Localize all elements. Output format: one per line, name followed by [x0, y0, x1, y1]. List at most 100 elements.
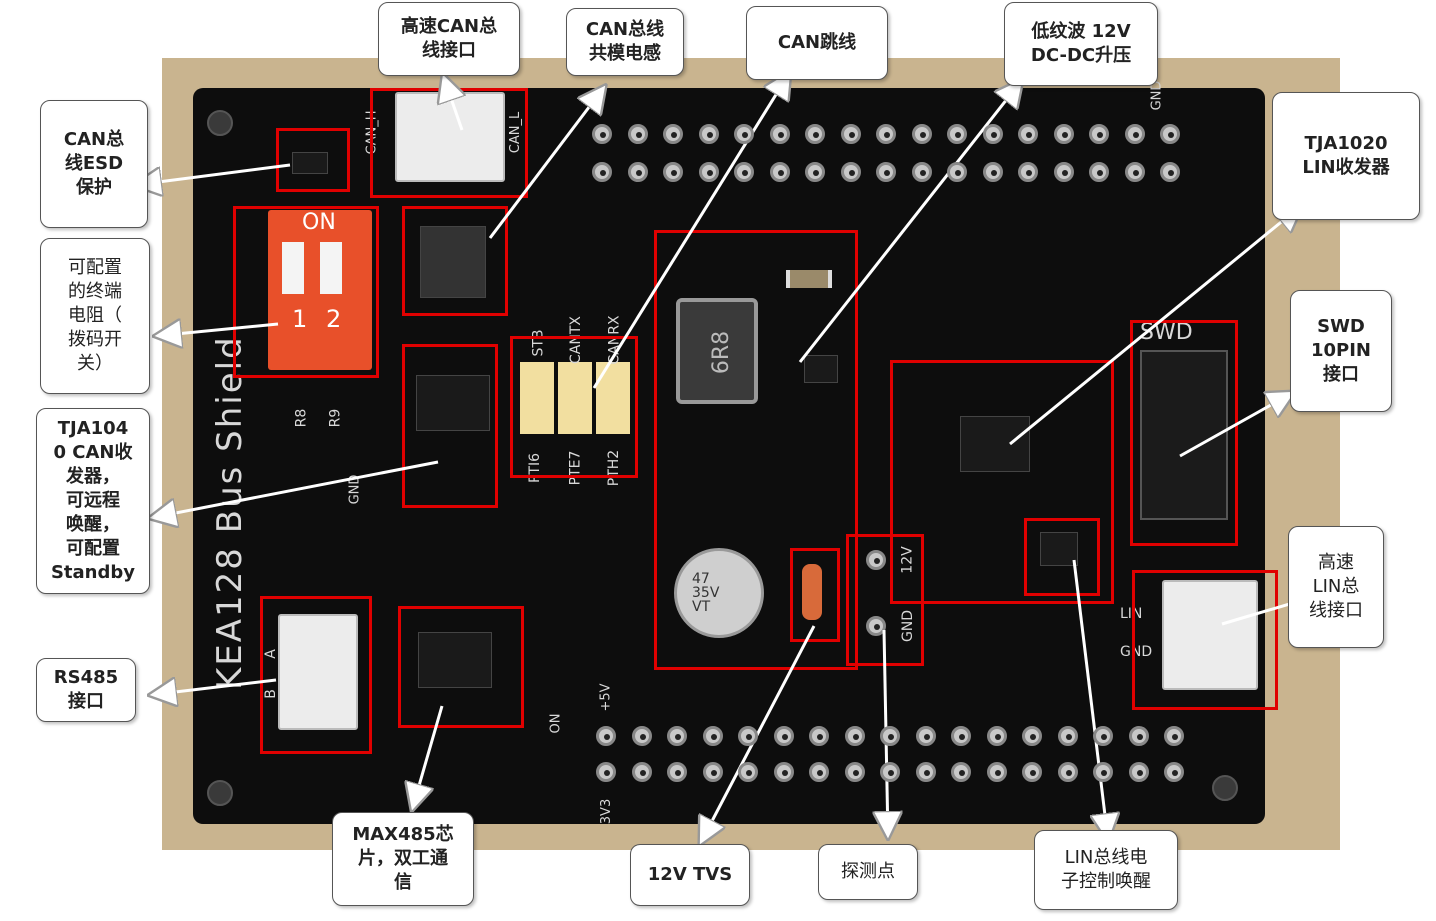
- probe-12v: [866, 550, 886, 570]
- highlight-can-esd: [276, 128, 350, 192]
- header-pin: [986, 726, 1007, 746]
- header-pin: [1124, 124, 1145, 144]
- esd-chip: [292, 152, 328, 174]
- header-pin: [592, 162, 612, 182]
- header-pin: [592, 124, 612, 144]
- header-pin: [809, 762, 829, 782]
- header-pin: [627, 162, 648, 182]
- header-pin: [738, 762, 758, 782]
- header-pin: [1124, 162, 1145, 182]
- header-pin: [982, 162, 1003, 182]
- highlight-dip: [233, 206, 379, 378]
- max485-chip: [418, 632, 492, 688]
- header-pin: [1018, 124, 1038, 144]
- swd-connector: [1140, 350, 1228, 520]
- highlight-max485: [398, 606, 524, 728]
- header-pin: [809, 726, 829, 746]
- callout-tja1020: TJA1020 LIN收发器: [1272, 92, 1420, 220]
- header-pin: [1022, 762, 1042, 782]
- header-pin: [880, 762, 900, 782]
- highlight-jumpers: [510, 336, 638, 478]
- header-pin: [769, 162, 790, 182]
- cm-choke: [420, 226, 486, 298]
- header-pin: [982, 124, 1003, 144]
- header-pin: [631, 726, 652, 746]
- highlight-tja1040: [402, 344, 498, 508]
- header-pin: [627, 124, 648, 144]
- dip-2-label: 2: [326, 305, 342, 333]
- highlight-lin-port: [1132, 570, 1278, 710]
- inductor: [676, 298, 758, 404]
- header-pin: [769, 124, 790, 144]
- header-pin: [876, 162, 896, 182]
- header-pin: [1128, 726, 1149, 746]
- mounting-hole: [207, 780, 233, 806]
- probe-gnd: [866, 616, 886, 636]
- highlight-dcdc: [654, 230, 858, 670]
- callout-lin-wake: LIN总线电 子控制唤醒: [1034, 830, 1178, 910]
- mounting-hole: [1212, 775, 1238, 801]
- header-pin: [596, 726, 616, 746]
- header-pin: [1093, 726, 1113, 746]
- header-pin: [663, 162, 683, 182]
- header-pin: [1053, 124, 1074, 144]
- header-pin: [1160, 124, 1180, 144]
- header-pin: [844, 762, 865, 782]
- callout-max485: MAX485芯 片，双工通 信: [332, 812, 474, 906]
- highlight-swd: [1130, 320, 1238, 546]
- header-pin: [986, 762, 1007, 782]
- header-pin: [876, 124, 896, 144]
- header-pin: [702, 726, 723, 746]
- mounting-hole: [207, 110, 233, 136]
- header-pin: [840, 124, 861, 144]
- header-pin: [1057, 726, 1078, 746]
- can-connector: [395, 92, 505, 182]
- header-pin: [915, 762, 936, 782]
- header-pin: [880, 726, 900, 746]
- header-pin: [596, 762, 616, 782]
- header-pin: [844, 726, 865, 746]
- cap-label: 47 35V VT: [692, 571, 720, 615]
- header-pin: [915, 726, 936, 746]
- callout-can-port: 高速CAN总 线接口: [378, 2, 520, 76]
- callout-can-jumper: CAN跳线: [746, 6, 888, 80]
- header-pin: [1053, 162, 1074, 182]
- header-pin: [1018, 162, 1038, 182]
- header-pin: [1022, 726, 1042, 746]
- header-pin: [947, 162, 967, 182]
- header-pin: [805, 162, 825, 182]
- callout-tvs: 12V TVS: [630, 844, 750, 906]
- dip-toggle-2: [320, 242, 342, 294]
- callout-can-choke: CAN总线 共模电感: [566, 8, 684, 76]
- dip-1-label: 1: [292, 305, 308, 333]
- dip-on-label: ON: [302, 210, 336, 235]
- lin-connector: [1162, 580, 1258, 690]
- header-pin: [738, 726, 758, 746]
- header-pin: [734, 162, 754, 182]
- header-pin: [805, 124, 825, 144]
- callout-probe: 探测点: [818, 844, 918, 900]
- header-pin: [840, 162, 861, 182]
- highlight-tja1020: [890, 360, 1114, 604]
- callout-can-esd: CAN总 线ESD 保护: [40, 100, 148, 228]
- header-pin: [667, 726, 687, 746]
- jumper-cantx: [558, 362, 592, 434]
- header-pin: [773, 762, 794, 782]
- header-pin: [1089, 162, 1109, 182]
- callout-dcdc: 低纹波 12V DC-DC升压: [1004, 2, 1158, 86]
- callout-swd: SWD 10PIN 接口: [1290, 290, 1392, 412]
- gnd-lin-label: GND: [1120, 644, 1153, 660]
- header-pin: [951, 726, 971, 746]
- header-pin: [1128, 762, 1149, 782]
- callout-tja1040: TJA104 0 CAN收 发器， 可远程 唤醒， 可配置 Standby: [36, 408, 150, 594]
- header-pin: [667, 762, 687, 782]
- lin-wake-transistor: [1040, 532, 1078, 566]
- highlight-rs485: [260, 596, 372, 754]
- header-pin: [698, 162, 719, 182]
- header-pin: [773, 726, 794, 746]
- swd-label: SWD: [1140, 320, 1193, 345]
- rs485-connector: [278, 614, 358, 730]
- header-pin: [1160, 162, 1180, 182]
- header-pin: [1057, 762, 1078, 782]
- dcdc-ic: [804, 355, 838, 383]
